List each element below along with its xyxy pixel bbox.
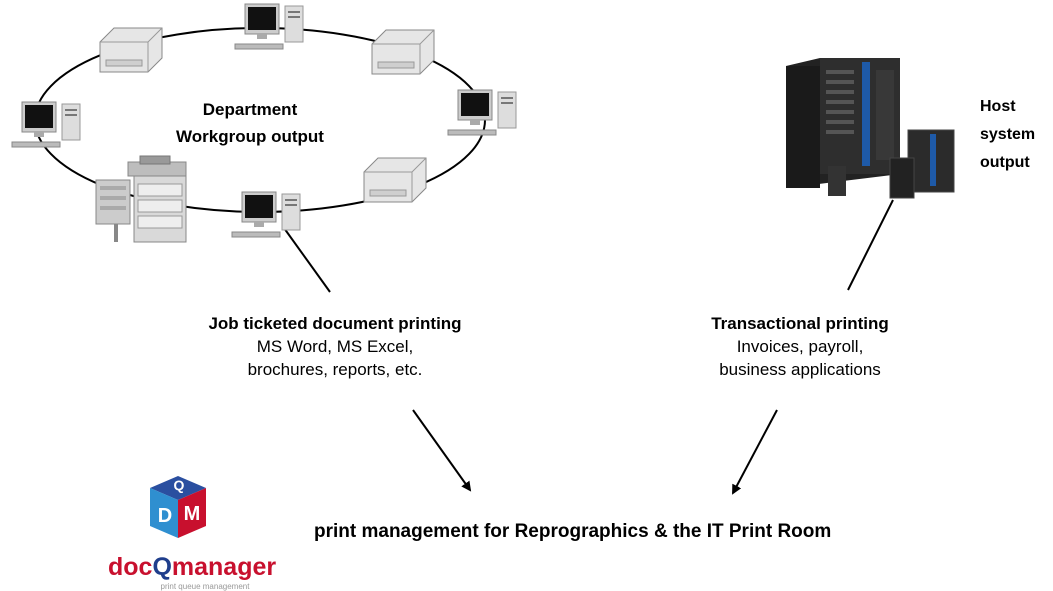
job-printing-label: Job ticketed document printing MS Word, … <box>180 312 490 381</box>
docqmanager-logo-cube <box>150 476 206 538</box>
host-label-line3: output <box>980 154 1030 171</box>
logo-cube-letter-q: Q <box>173 477 185 493</box>
logo-cube-letter-m: M <box>183 503 201 525</box>
job-arrow <box>412 409 472 492</box>
transactional-printing-title: Transactional printing <box>711 314 889 333</box>
computer-icon <box>447 89 517 136</box>
logo-wordmark-q: Q <box>152 553 172 581</box>
job-printing-title: Job ticketed document printing <box>208 314 462 333</box>
logo-subtitle: print queue management <box>160 582 250 591</box>
printer-icon <box>99 27 163 73</box>
computer-icon <box>231 191 301 238</box>
computer-icon <box>234 3 304 50</box>
job-printing-line2: brochures, reports, etc. <box>247 360 423 379</box>
job-connector-line <box>283 227 331 293</box>
tagline: print management for Reprographics & the… <box>314 521 832 542</box>
host-label: Host system output <box>980 93 1053 177</box>
printer-icon <box>363 157 427 203</box>
transactional-printing-label: Transactional printing Invoices, payroll… <box>680 312 920 381</box>
transactional-printing-line1: Invoices, payroll, <box>736 337 864 356</box>
department-label-line1: Department <box>202 100 298 119</box>
computer-icon <box>11 101 81 148</box>
transactional-arrow <box>732 409 778 495</box>
logo-wordmark-manager: manager <box>171 553 277 581</box>
department-label: Department Workgroup output <box>150 96 350 150</box>
host-connector-line <box>847 199 894 291</box>
printer-icon <box>371 29 435 75</box>
transactional-printing-line2: business applications <box>719 360 881 379</box>
copier-icon <box>95 155 187 243</box>
mainframe-icon <box>786 58 955 199</box>
logo-wordmark-doc: doc <box>108 553 153 581</box>
host-label-line2: system <box>980 126 1036 143</box>
logo-cube-letter-d: D <box>157 505 173 527</box>
host-label-line1: Host <box>980 98 1016 115</box>
logo-wordmark: docQmanager <box>108 553 308 582</box>
job-printing-line1: MS Word, MS Excel, <box>256 337 414 356</box>
department-label-line2: Workgroup output <box>176 127 324 146</box>
